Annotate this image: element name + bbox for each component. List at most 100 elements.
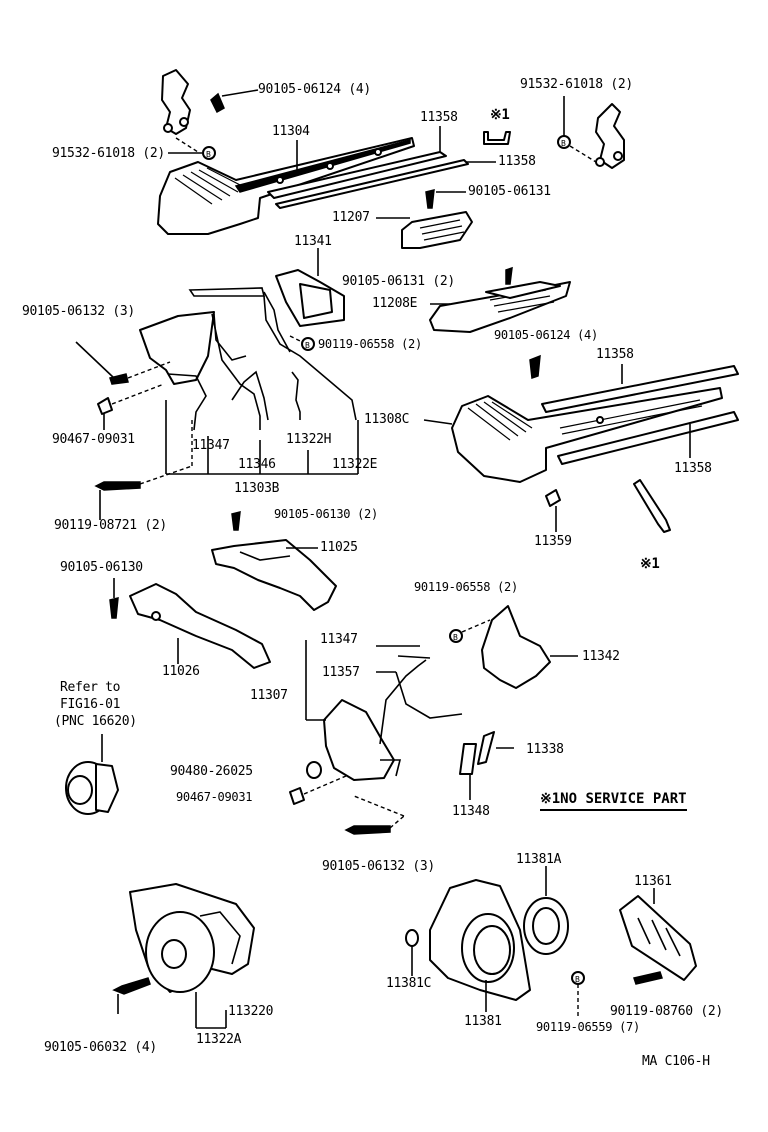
label-11304: 11304: [272, 124, 310, 139]
label-90467-09031-a: 90467-09031: [52, 432, 135, 447]
label-refer-line2: FIG16-01: [60, 697, 121, 712]
label-11342: 11342: [582, 649, 620, 664]
label-11341: 11341: [294, 234, 332, 249]
label-90119-06558-b: 90119-06558 (2): [414, 580, 518, 594]
bracket-11342: [461, 605, 578, 689]
bracket-11341: [275, 248, 345, 327]
bolt-icon: [231, 511, 241, 531]
label-11358-c: 11358: [596, 347, 634, 362]
label-11308c: 11308C: [364, 412, 410, 427]
bracket-11026: [129, 583, 271, 669]
bolt-icon: [112, 977, 151, 1014]
svg-text:B: B: [561, 139, 566, 148]
bolt-icon: [633, 971, 663, 985]
svg-text:B: B: [575, 975, 580, 984]
gasket-11348: [459, 743, 477, 800]
no-service-part-text: ※1NO SERVICE PART: [540, 791, 687, 807]
circle-b-marker: B: [289, 335, 315, 351]
clip-bracket-left: [161, 69, 199, 153]
label-11358-a: 11358: [420, 110, 458, 125]
circle-b-marker: B: [557, 135, 571, 149]
svg-text:B: B: [206, 150, 211, 159]
o-ring-11381c: [405, 929, 419, 976]
cover-assembly-11303b: [139, 287, 359, 475]
oil-seal-11381a: [523, 866, 569, 955]
no-service-part-top: [483, 131, 511, 145]
bolt-icon: [505, 266, 513, 285]
label-11358-b: 11358: [498, 154, 536, 169]
label-90105-06124-top: 90105-06124 (4): [258, 82, 371, 97]
label-90105-06130-2: 90105-06130 (2): [274, 507, 378, 521]
label-90105-06032: 90105-06032 (4): [44, 1040, 157, 1055]
label-11346: 11346: [238, 457, 276, 472]
label-mark-top: ※1: [490, 107, 510, 123]
label-91532-61018-right: 91532-61018 (2): [520, 77, 633, 92]
label-11381: 11381: [464, 1014, 502, 1029]
clip-bracket-right: [569, 103, 625, 169]
label-refer-line1: Refer to: [60, 680, 121, 695]
label-11322a: 11322A: [196, 1032, 242, 1047]
label-11207: 11207: [332, 210, 370, 225]
label-90105-06124-mid: 90105-06124 (4): [494, 328, 598, 342]
cover-11207: [376, 211, 473, 249]
cover-11025: [211, 539, 337, 611]
tensioner-pulley: [65, 734, 119, 815]
bolt-icon: [109, 578, 119, 619]
rear-plate-11381: [429, 879, 531, 1012]
svg-text:B: B: [305, 341, 310, 350]
circle-b-marker: B: [202, 146, 216, 160]
label-11208e: 11208E: [372, 296, 418, 311]
label-90105-06132-bot: 90105-06132 (3): [322, 859, 435, 874]
label-11381a: 11381A: [516, 852, 562, 867]
label-90119-08721: 90119-08721 (2): [54, 518, 167, 533]
label-11359: 11359: [534, 534, 572, 549]
seal-strip-11358-upper: [267, 126, 496, 209]
label-11322h: 11322H: [286, 432, 332, 447]
label-90105-06131-2: 90105-06131 (2): [342, 274, 455, 289]
label-11347-b: 11347: [320, 632, 358, 647]
bolt-icon: [425, 189, 466, 209]
bolt-icon: [94, 420, 193, 520]
nut-icon: [289, 775, 347, 805]
clip-11359: [545, 489, 561, 532]
label-90105-06131: 90105-06131: [468, 184, 551, 199]
label-11361: 11361: [634, 874, 672, 889]
timing-cover-11304: [157, 137, 415, 235]
label-refer-line3: (PNC 16620): [54, 714, 137, 729]
label-90105-06132-top: 90105-06132 (3): [22, 304, 135, 319]
circle-b-marker: B: [571, 971, 585, 1018]
cover-11208e: [429, 281, 571, 333]
label-90480-26025: 90480-26025: [170, 764, 253, 779]
label-11348: 11348: [452, 804, 490, 819]
cover-11322a: [129, 883, 255, 1029]
cover-assembly-11307: [305, 640, 463, 781]
label-11026: 11026: [162, 664, 200, 679]
plate-11361: [619, 888, 697, 981]
bolt-icon: [75, 341, 171, 385]
label-90105-06130: 90105-06130: [60, 560, 143, 575]
bolt-icon: [344, 795, 405, 835]
svg-text:B: B: [453, 633, 458, 642]
label-11347-a: 11347: [192, 438, 230, 453]
seal-strip-11358-right: [541, 364, 739, 465]
timing-cover-11308c: [423, 387, 723, 483]
nut-icon: [97, 383, 165, 430]
no-service-part-right: [633, 479, 671, 533]
label-11322e: 11322E: [332, 457, 378, 472]
label-90119-06558-a: 90119-06558 (2): [318, 337, 422, 351]
label-11303b: 11303B: [234, 481, 280, 496]
label-11025: 11025: [320, 540, 358, 555]
label-11307: 11307: [250, 688, 288, 703]
no-service-part-note: ※1NO SERVICE PART: [540, 791, 687, 811]
label-11338: 11338: [526, 742, 564, 757]
catalog-reference: MA C106-H: [642, 1054, 710, 1069]
gasket-11338: [477, 731, 514, 765]
label-11357: 11357: [322, 665, 360, 680]
label-mark-bottom: ※1: [640, 556, 660, 572]
label-11381c: 11381C: [386, 976, 432, 991]
label-11322d: 113220: [228, 1004, 274, 1019]
bolt-icon: [529, 354, 541, 380]
washer-icon: [306, 761, 322, 779]
label-90119-08760: 90119-08760 (2): [610, 1004, 723, 1019]
